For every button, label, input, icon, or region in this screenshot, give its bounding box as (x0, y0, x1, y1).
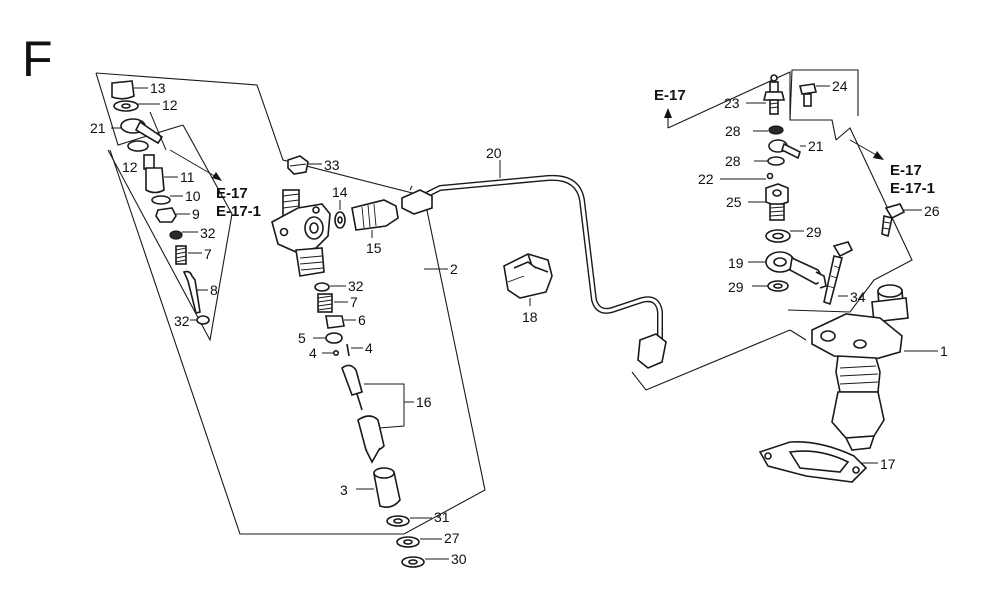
part-25-fitting: 25 (726, 183, 789, 221)
callout-2-group: 2 (424, 261, 458, 277)
callout-26: 26 (924, 203, 940, 219)
part-6-collar: 6 (325, 312, 366, 329)
callout-11: 11 (180, 169, 195, 185)
callout-21-left: 21 (90, 120, 106, 136)
callout-30: 30 (451, 551, 467, 567)
ref-e17-top-group: E-17 (654, 87, 686, 104)
part-24-bolt: 24 (799, 78, 848, 107)
part-32-ring-mid: 32 (314, 278, 364, 294)
ref-e17-left: E-17 (216, 185, 248, 202)
part-29-washer-lower: 29 (728, 279, 789, 295)
injector-frame (95, 72, 486, 535)
part-19-banjo: 19 (728, 251, 827, 289)
callout-13: 13 (150, 80, 166, 96)
part-33-nut: 33 (287, 155, 340, 175)
part-7-spring-left: 7 (175, 245, 212, 265)
callout-32-left-upper: 32 (200, 225, 216, 241)
part-26-bolt: 26 (881, 203, 940, 238)
part-20-pipe: 20 (401, 145, 791, 391)
callout-17: 17 (880, 456, 896, 472)
callout-24: 24 (832, 78, 848, 94)
part-15-connector: 15 (351, 199, 399, 256)
part-8-pin: 8 (182, 270, 218, 314)
callout-12-upper: 12 (162, 97, 178, 113)
callout-16: 16 (416, 394, 432, 410)
callout-15: 15 (366, 240, 382, 256)
part-3-sleeve: 3 (340, 467, 401, 508)
ref-arrow-left: E-17 E-17-1 (169, 149, 261, 220)
part-9-nut: 9 (155, 206, 200, 223)
part-14-washer: 14 (332, 184, 348, 229)
part-1-injection-pump: 1 (811, 284, 948, 451)
part-5-disc: 5 (298, 330, 343, 346)
callout-25: 25 (726, 194, 742, 210)
callout-7-mid: 7 (350, 294, 358, 310)
callout-19: 19 (728, 255, 744, 271)
part-21-banjo-right: 21 (768, 138, 824, 160)
part-31-washer: 31 (386, 509, 450, 527)
callout-33: 33 (324, 157, 340, 173)
part-4-pins: 4 4 (309, 340, 373, 361)
callout-31: 31 (434, 509, 450, 525)
part-34-bolt: 34 (823, 241, 866, 306)
part-21-banjo-left: 21 (90, 111, 167, 151)
ref-e17-right: E-17 (890, 162, 922, 179)
part-11-fitting: 11 (143, 154, 195, 194)
part-10-washer: 10 (151, 188, 201, 205)
part-13-cap: 13 (111, 80, 166, 100)
callout-3: 3 (340, 482, 348, 498)
part-32-ring-left-upper: 32 (169, 225, 216, 241)
callout-23: 23 (724, 95, 740, 111)
callout-28-upper: 28 (725, 123, 741, 139)
part-27-washer: 27 (396, 530, 460, 548)
part-16-nozzle: 16 (341, 364, 432, 464)
part-29-washer-upper: 29 (765, 224, 822, 243)
callout-28-lower: 28 (725, 153, 741, 169)
callout-29-upper: 29 (806, 224, 822, 240)
part-23-bleed-screw: 23 (724, 74, 786, 115)
callout-1: 1 (940, 343, 948, 359)
ref-e17-top: E-17 (654, 87, 686, 104)
callout-7-left: 7 (204, 246, 212, 262)
part-30-washer: 30 (401, 551, 467, 568)
callout-14: 14 (332, 184, 348, 200)
callout-12-lower: 12 (122, 159, 138, 175)
callout-27: 27 (444, 530, 460, 546)
callout-8: 8 (210, 282, 218, 298)
callout-32-mid: 32 (348, 278, 364, 294)
part-32-ring-left-lower: 32 (174, 313, 210, 329)
part-18-clamp: 18 (503, 253, 553, 325)
callout-34: 34 (850, 289, 866, 305)
callout-4-right: 4 (365, 340, 373, 356)
callout-4-left: 4 (309, 345, 317, 361)
part-12-washer-upper: 12 (113, 97, 178, 113)
part-17-gasket: 17 (758, 440, 896, 483)
callout-32-left-lower: 32 (174, 313, 190, 329)
callout-22: 22 (698, 171, 714, 187)
ref-e171-right: E-17-1 (890, 180, 935, 197)
part-7-spring-mid: 7 (317, 293, 358, 313)
callout-20: 20 (486, 145, 502, 161)
callout-18: 18 (522, 309, 538, 325)
pump-frame (664, 69, 913, 341)
callout-5: 5 (298, 330, 306, 346)
part-28-washer-upper: 28 (725, 123, 784, 139)
section-letter: F (22, 31, 53, 87)
callout-10: 10 (185, 188, 201, 204)
part-2-injector-holder (271, 189, 331, 277)
callout-6: 6 (358, 312, 366, 328)
ref-e171-left: E-17-1 (216, 203, 261, 220)
callout-21-right: 21 (808, 138, 824, 154)
callout-2: 2 (450, 261, 458, 277)
ref-arrow-right: E-17 E-17-1 (849, 139, 935, 197)
part-28-washer-lower: 28 (725, 153, 785, 169)
part-12-washer-lower: 12 (122, 140, 149, 175)
callout-29-lower: 29 (728, 279, 744, 295)
callout-9: 9 (192, 206, 200, 222)
part-22-ball: 22 (698, 171, 774, 187)
